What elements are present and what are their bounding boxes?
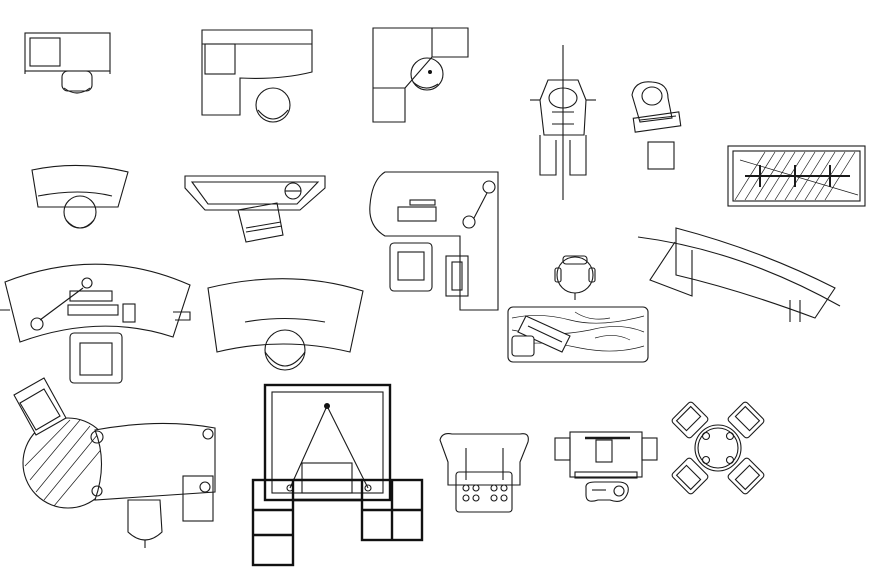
cabinet-with-controls [439, 433, 529, 513]
u-shaped-bench-frame [251, 383, 424, 567]
console-desk [554, 431, 658, 502]
small-desk-with-chair [24, 32, 111, 94]
reclining-chair-top-view [530, 45, 596, 200]
arc-desk-with-armchair [0, 263, 191, 384]
armchair-with-tray [631, 81, 682, 170]
curved-long-counter [637, 227, 841, 322]
angled-desk-with-chair [184, 175, 326, 243]
l-shaped-workstation [369, 171, 499, 311]
l-desk-with-round-chair [201, 29, 313, 123]
hatched-table [727, 145, 866, 207]
corner-desk [372, 27, 469, 123]
round-table-four-chairs [671, 401, 765, 495]
round-table-with-counter [13, 377, 216, 548]
curved-reception-desk [31, 164, 129, 229]
wood-grain-table [507, 306, 649, 363]
fan-shaped-desk [207, 278, 364, 371]
swivel-chair [554, 255, 596, 300]
